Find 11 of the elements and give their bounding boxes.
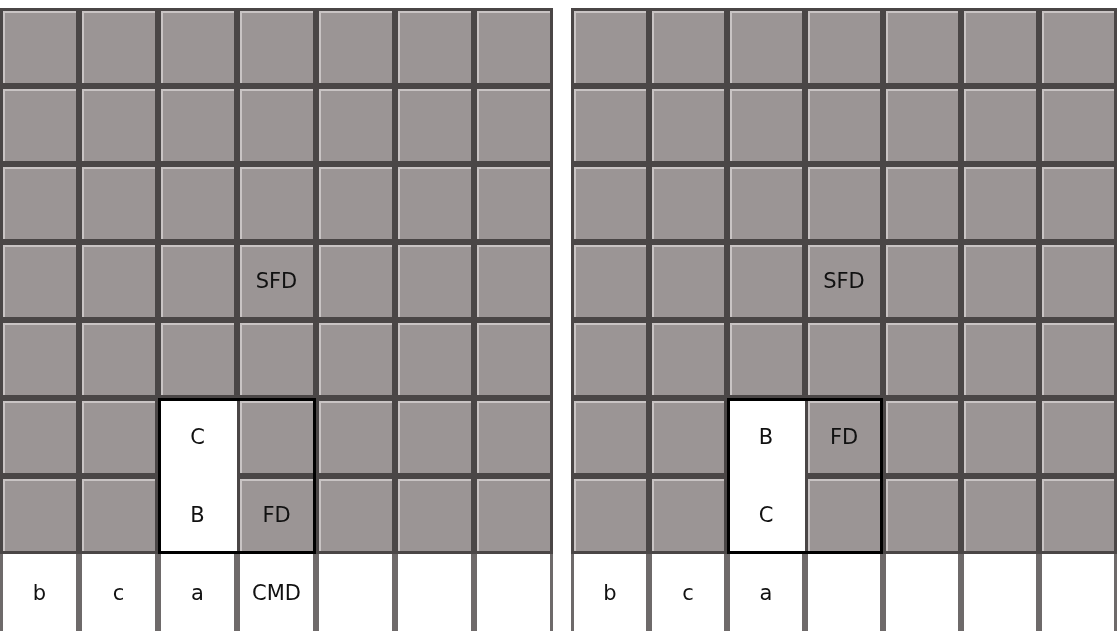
grid-cell: a (158, 554, 237, 631)
grid-cell: b (571, 554, 649, 631)
grid-cell: SFD (237, 242, 316, 320)
grid-cell: SFD (805, 242, 883, 320)
grid-cell: c (79, 554, 158, 631)
grid-cell: c (649, 554, 727, 631)
grid-cell: FD (805, 398, 883, 476)
grid-cell: FD (237, 476, 316, 554)
grid-cell: b (0, 554, 79, 631)
grid-cell: CMD (237, 554, 316, 631)
grid-cell: a (727, 554, 805, 631)
